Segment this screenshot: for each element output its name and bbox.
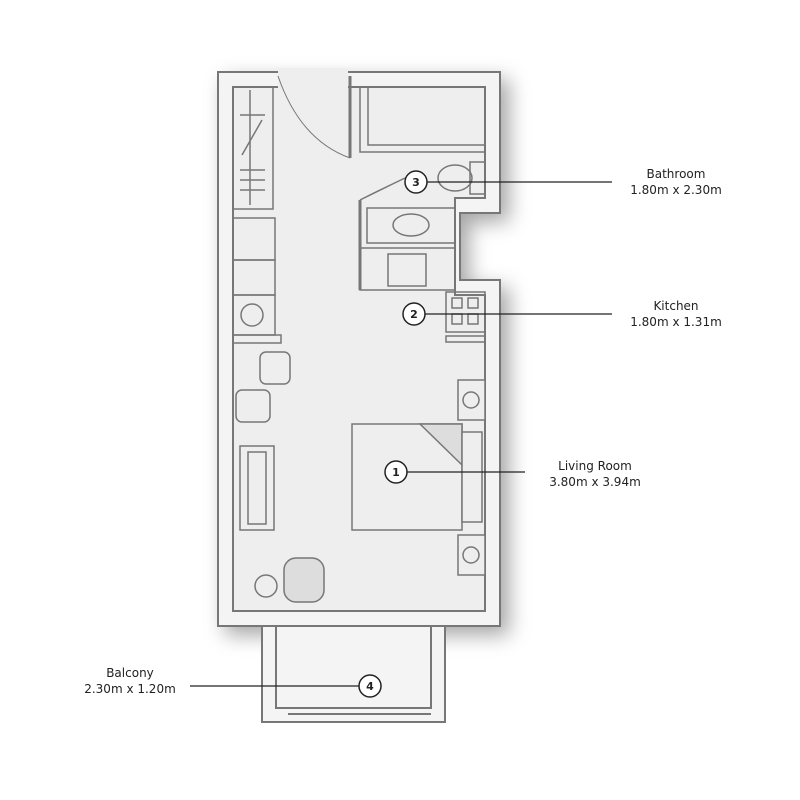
leader-lines xyxy=(190,181,612,687)
room-name: Bathroom xyxy=(646,167,706,181)
kitchen-fixtures xyxy=(359,247,486,343)
room-size: 1.80m x 1.31m xyxy=(630,315,722,329)
svg-text:2: 2 xyxy=(410,308,418,321)
room-size: 1.80m x 2.30m xyxy=(630,183,722,197)
balcony xyxy=(261,625,446,723)
room-size: 3.80m x 3.94m xyxy=(549,475,641,489)
svg-text:4: 4 xyxy=(366,680,374,693)
room-marker-2: 2 xyxy=(402,302,426,326)
room-name: Balcony xyxy=(106,666,154,680)
room-name: Kitchen xyxy=(653,299,699,313)
tv-unit xyxy=(239,445,275,531)
room-name: Living Room xyxy=(558,459,632,473)
bed xyxy=(351,379,486,576)
kitchen-label: Kitchen 1.80m x 1.31m xyxy=(596,298,756,330)
room-marker-1: 1 xyxy=(384,460,408,484)
left-counters xyxy=(232,217,282,344)
chairs xyxy=(235,351,291,423)
living-room-label: Living Room 3.80m x 3.94m xyxy=(515,458,675,490)
room-marker-4: 4 xyxy=(358,674,382,698)
wardrobe xyxy=(232,86,274,210)
entrance-door-swing xyxy=(277,75,351,159)
armchair xyxy=(283,557,325,603)
side-table xyxy=(254,574,278,598)
bathroom-label: Bathroom 1.80m x 2.30m xyxy=(596,166,756,198)
svg-text:3: 3 xyxy=(412,176,420,189)
room-marker-3: 3 xyxy=(404,170,428,194)
entrance-door-gap xyxy=(278,68,348,88)
svg-text:1: 1 xyxy=(392,466,400,479)
balcony-label: Balcony 2.30m x 1.20m xyxy=(50,665,210,697)
room-size: 2.30m x 1.20m xyxy=(84,682,176,696)
